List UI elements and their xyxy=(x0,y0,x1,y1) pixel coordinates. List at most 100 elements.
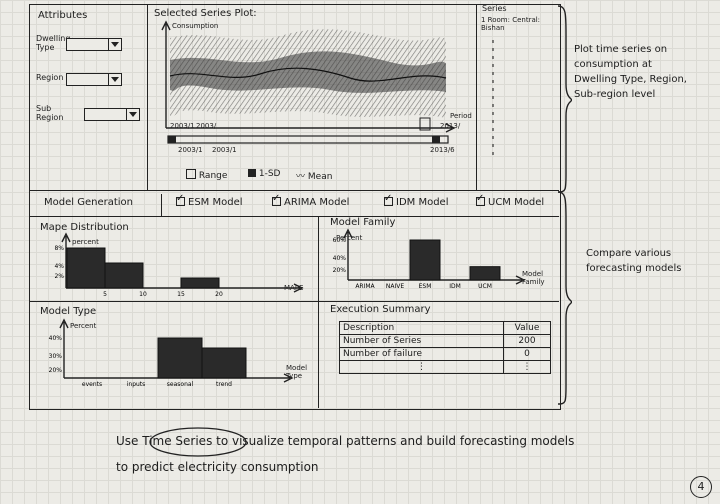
dwelling-type-select[interactable] xyxy=(66,38,122,51)
y-tick-label: 40% xyxy=(333,255,347,262)
y-tick-label: 20% xyxy=(333,267,347,274)
table-cell: ⋮ xyxy=(339,360,504,374)
tick-start-2: 2003/ xyxy=(196,122,217,130)
x-tick-label: 15 xyxy=(177,291,185,298)
middle-divider-h xyxy=(29,301,559,302)
table-row: ⋮ ⋮ xyxy=(339,360,551,374)
y-tick-label: 20% xyxy=(49,367,63,374)
top-brace-icon xyxy=(557,5,572,193)
table-cell: Number of Series xyxy=(339,334,504,348)
tab-idm[interactable]: IDM Model xyxy=(384,193,448,208)
sd-swatch-icon xyxy=(248,169,256,177)
tab-bar-divider xyxy=(29,216,559,217)
legend-sd: 1-SD xyxy=(248,169,281,179)
sd-band xyxy=(170,51,446,93)
table-cell: 200 xyxy=(503,334,551,348)
region-label: Region xyxy=(36,73,64,82)
legend-mean: 〰 Mean xyxy=(296,172,333,182)
x-tick-label: trend xyxy=(216,381,232,388)
x-tick-label: 20 xyxy=(215,291,223,298)
table-cell: 0 xyxy=(503,347,551,361)
y-tick-label: 8% xyxy=(54,245,64,252)
execution-summary-table: Description Value Number of Series 200 N… xyxy=(339,321,551,374)
mean-line-icon: 〰 xyxy=(296,172,306,182)
range-swatch-icon xyxy=(186,169,196,179)
x-tick-label: NAIVE xyxy=(386,283,404,290)
family-x-label: Model Family xyxy=(522,270,545,286)
family-chart-title: Model Family xyxy=(330,217,396,228)
checkbox-checked-icon xyxy=(272,193,281,206)
table-cell: ⋮ xyxy=(503,360,551,374)
bar-UCM xyxy=(469,266,501,281)
circle-highlight-icon xyxy=(149,427,247,457)
slider-start-2[interactable]: 2003/1 xyxy=(212,146,237,154)
y-tick-label: 2% xyxy=(54,273,64,280)
series-list-item[interactable]: 1 Room: Central: Bishan xyxy=(481,16,541,32)
type-y-label: Percent xyxy=(70,322,97,330)
y-tick-label: 60% xyxy=(333,237,347,244)
middle-brace-icon xyxy=(557,191,572,405)
attributes-divider xyxy=(147,4,148,190)
chevron-down-icon xyxy=(108,39,121,50)
x-tick-label: IDM xyxy=(449,283,461,290)
period-axis-label: Period xyxy=(450,112,472,120)
bar-ESM xyxy=(409,239,441,281)
bar-15-20 xyxy=(180,277,220,289)
mape-chart-title: Mape Distribution xyxy=(40,222,129,233)
attributes-title: Attributes xyxy=(38,10,88,21)
y-tick-label: 30% xyxy=(49,353,63,360)
chevron-down-icon xyxy=(108,74,121,85)
sub-region-select[interactable] xyxy=(84,108,140,121)
tick-start-1: 2003/1 xyxy=(170,122,195,130)
x-tick-label: ARIMA xyxy=(355,283,375,290)
x-tick-label: 10 xyxy=(139,291,147,298)
table-row: Number of failure 0 xyxy=(339,347,551,361)
table-cell: Number of failure xyxy=(339,347,504,361)
series-panel-border xyxy=(476,4,477,190)
table-row: Number of Series 200 xyxy=(339,334,551,348)
x-tick-label: 5 xyxy=(103,291,107,298)
page-number-badge: 4 xyxy=(690,476,712,498)
series-panel-title: Series xyxy=(482,4,507,13)
series-scrollbar[interactable] xyxy=(490,40,496,160)
middle-divider-v xyxy=(318,216,319,408)
type-x-label: Model Type xyxy=(286,364,308,380)
slider-end[interactable]: 2013/6 xyxy=(430,146,455,154)
note-top: Plot time series on consumption at Dwell… xyxy=(574,44,687,100)
sub-region-label: Sub Region xyxy=(36,104,64,122)
mape-distribution-chart: 5 10 15 20 8% 4% 2% xyxy=(54,232,304,298)
bar-5-10 xyxy=(104,262,144,289)
consumption-axis-label: Consumption xyxy=(172,22,219,30)
y-tick-label: 4% xyxy=(54,263,64,270)
tab-separator xyxy=(161,194,162,216)
note-bottom-line2: to predict electricity consumption xyxy=(116,460,319,474)
legend-range: Range xyxy=(186,169,227,181)
checkbox-checked-icon xyxy=(384,193,393,206)
table-header-value: Value xyxy=(503,321,551,335)
note-middle: Compare various forecasting models xyxy=(586,248,682,274)
tab-esm[interactable]: ESM Model xyxy=(176,193,243,208)
top-section-divider xyxy=(29,190,559,191)
dashboard-frame xyxy=(29,4,561,410)
region-select[interactable] xyxy=(66,73,122,86)
execution-summary-title: Execution Summary xyxy=(330,304,431,315)
tab-model-generation[interactable]: Model Generation xyxy=(44,197,133,208)
y-tick-label: 40% xyxy=(49,335,63,342)
time-series-chart xyxy=(161,20,456,144)
table-header-row: Description Value xyxy=(339,321,551,335)
series-plot-title: Selected Series Plot: xyxy=(154,8,257,19)
bar-seasonal xyxy=(157,337,203,379)
bar-trend xyxy=(201,347,247,379)
x-tick-label: events xyxy=(82,381,102,388)
x-tick-label: UCM xyxy=(478,283,492,290)
x-tick-label: seasonal xyxy=(167,381,194,388)
family-y-label: Percent xyxy=(336,234,363,242)
tab-arima[interactable]: ARIMA Model xyxy=(272,193,349,208)
mean-line xyxy=(169,67,447,82)
tab-ucm[interactable]: UCM Model xyxy=(476,193,544,208)
table-header-description: Description xyxy=(339,321,504,335)
note-bottom-line1: Use Time Series to visualize temporal pa… xyxy=(116,434,575,448)
checkbox-checked-icon xyxy=(176,193,185,206)
slider-start-1[interactable]: 2003/1 xyxy=(178,146,203,154)
